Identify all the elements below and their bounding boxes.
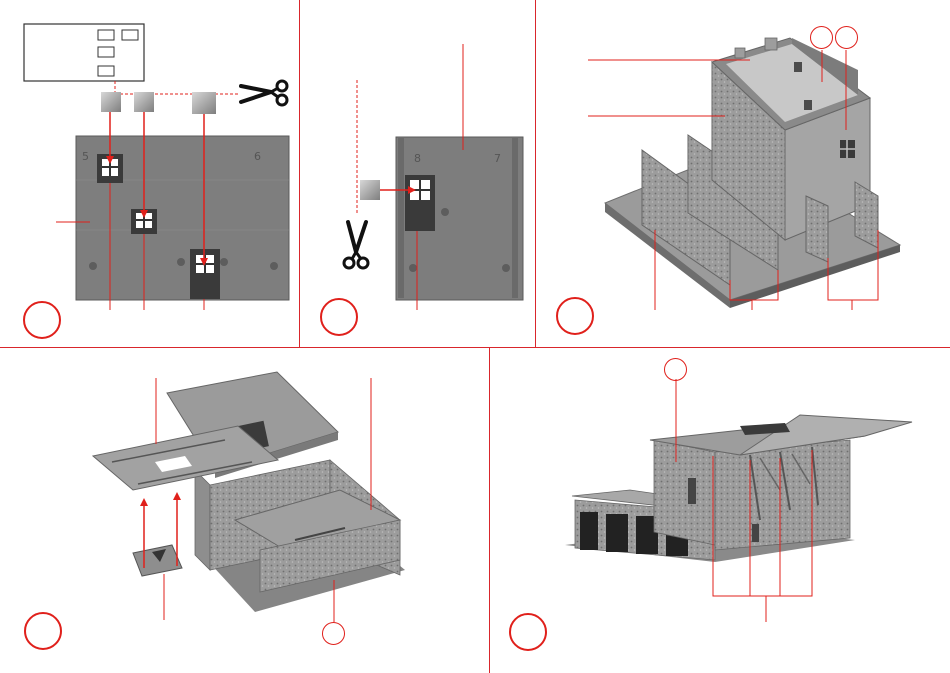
step-1-panel: 5 6: [24, 24, 289, 310]
building-wall: [654, 440, 715, 545]
step-5-panel: [565, 379, 912, 622]
small-part: [133, 545, 182, 576]
step-1-marker: [23, 301, 61, 339]
step-4-marker: [24, 612, 62, 650]
callout-circle: [664, 358, 687, 381]
callout-circle: [810, 26, 833, 49]
step-3-marker: [556, 297, 594, 335]
part-number: 5: [82, 150, 89, 163]
step-2-marker: [320, 298, 358, 336]
glazing-piece: [360, 180, 380, 200]
callout-circle: [835, 26, 858, 49]
callout-circle: [322, 622, 345, 645]
step-4-panel: [93, 372, 405, 622]
part-number: 6: [254, 150, 261, 163]
step-3-panel: [588, 38, 900, 310]
part-number: 8: [414, 152, 421, 165]
glazing-piece: [134, 92, 154, 112]
window: [840, 140, 855, 158]
glazing-piece: [101, 92, 121, 112]
glazing-piece: [192, 92, 216, 114]
low-wall: [855, 182, 878, 248]
part-number: 7: [494, 152, 501, 165]
scissors-icon: [241, 81, 287, 105]
step-2-panel: 8 7: [344, 44, 523, 310]
door-window: [190, 249, 220, 299]
low-wall: [806, 196, 828, 262]
step-5-marker: [509, 613, 547, 651]
door: [405, 175, 435, 231]
scissors-icon: [344, 222, 368, 268]
